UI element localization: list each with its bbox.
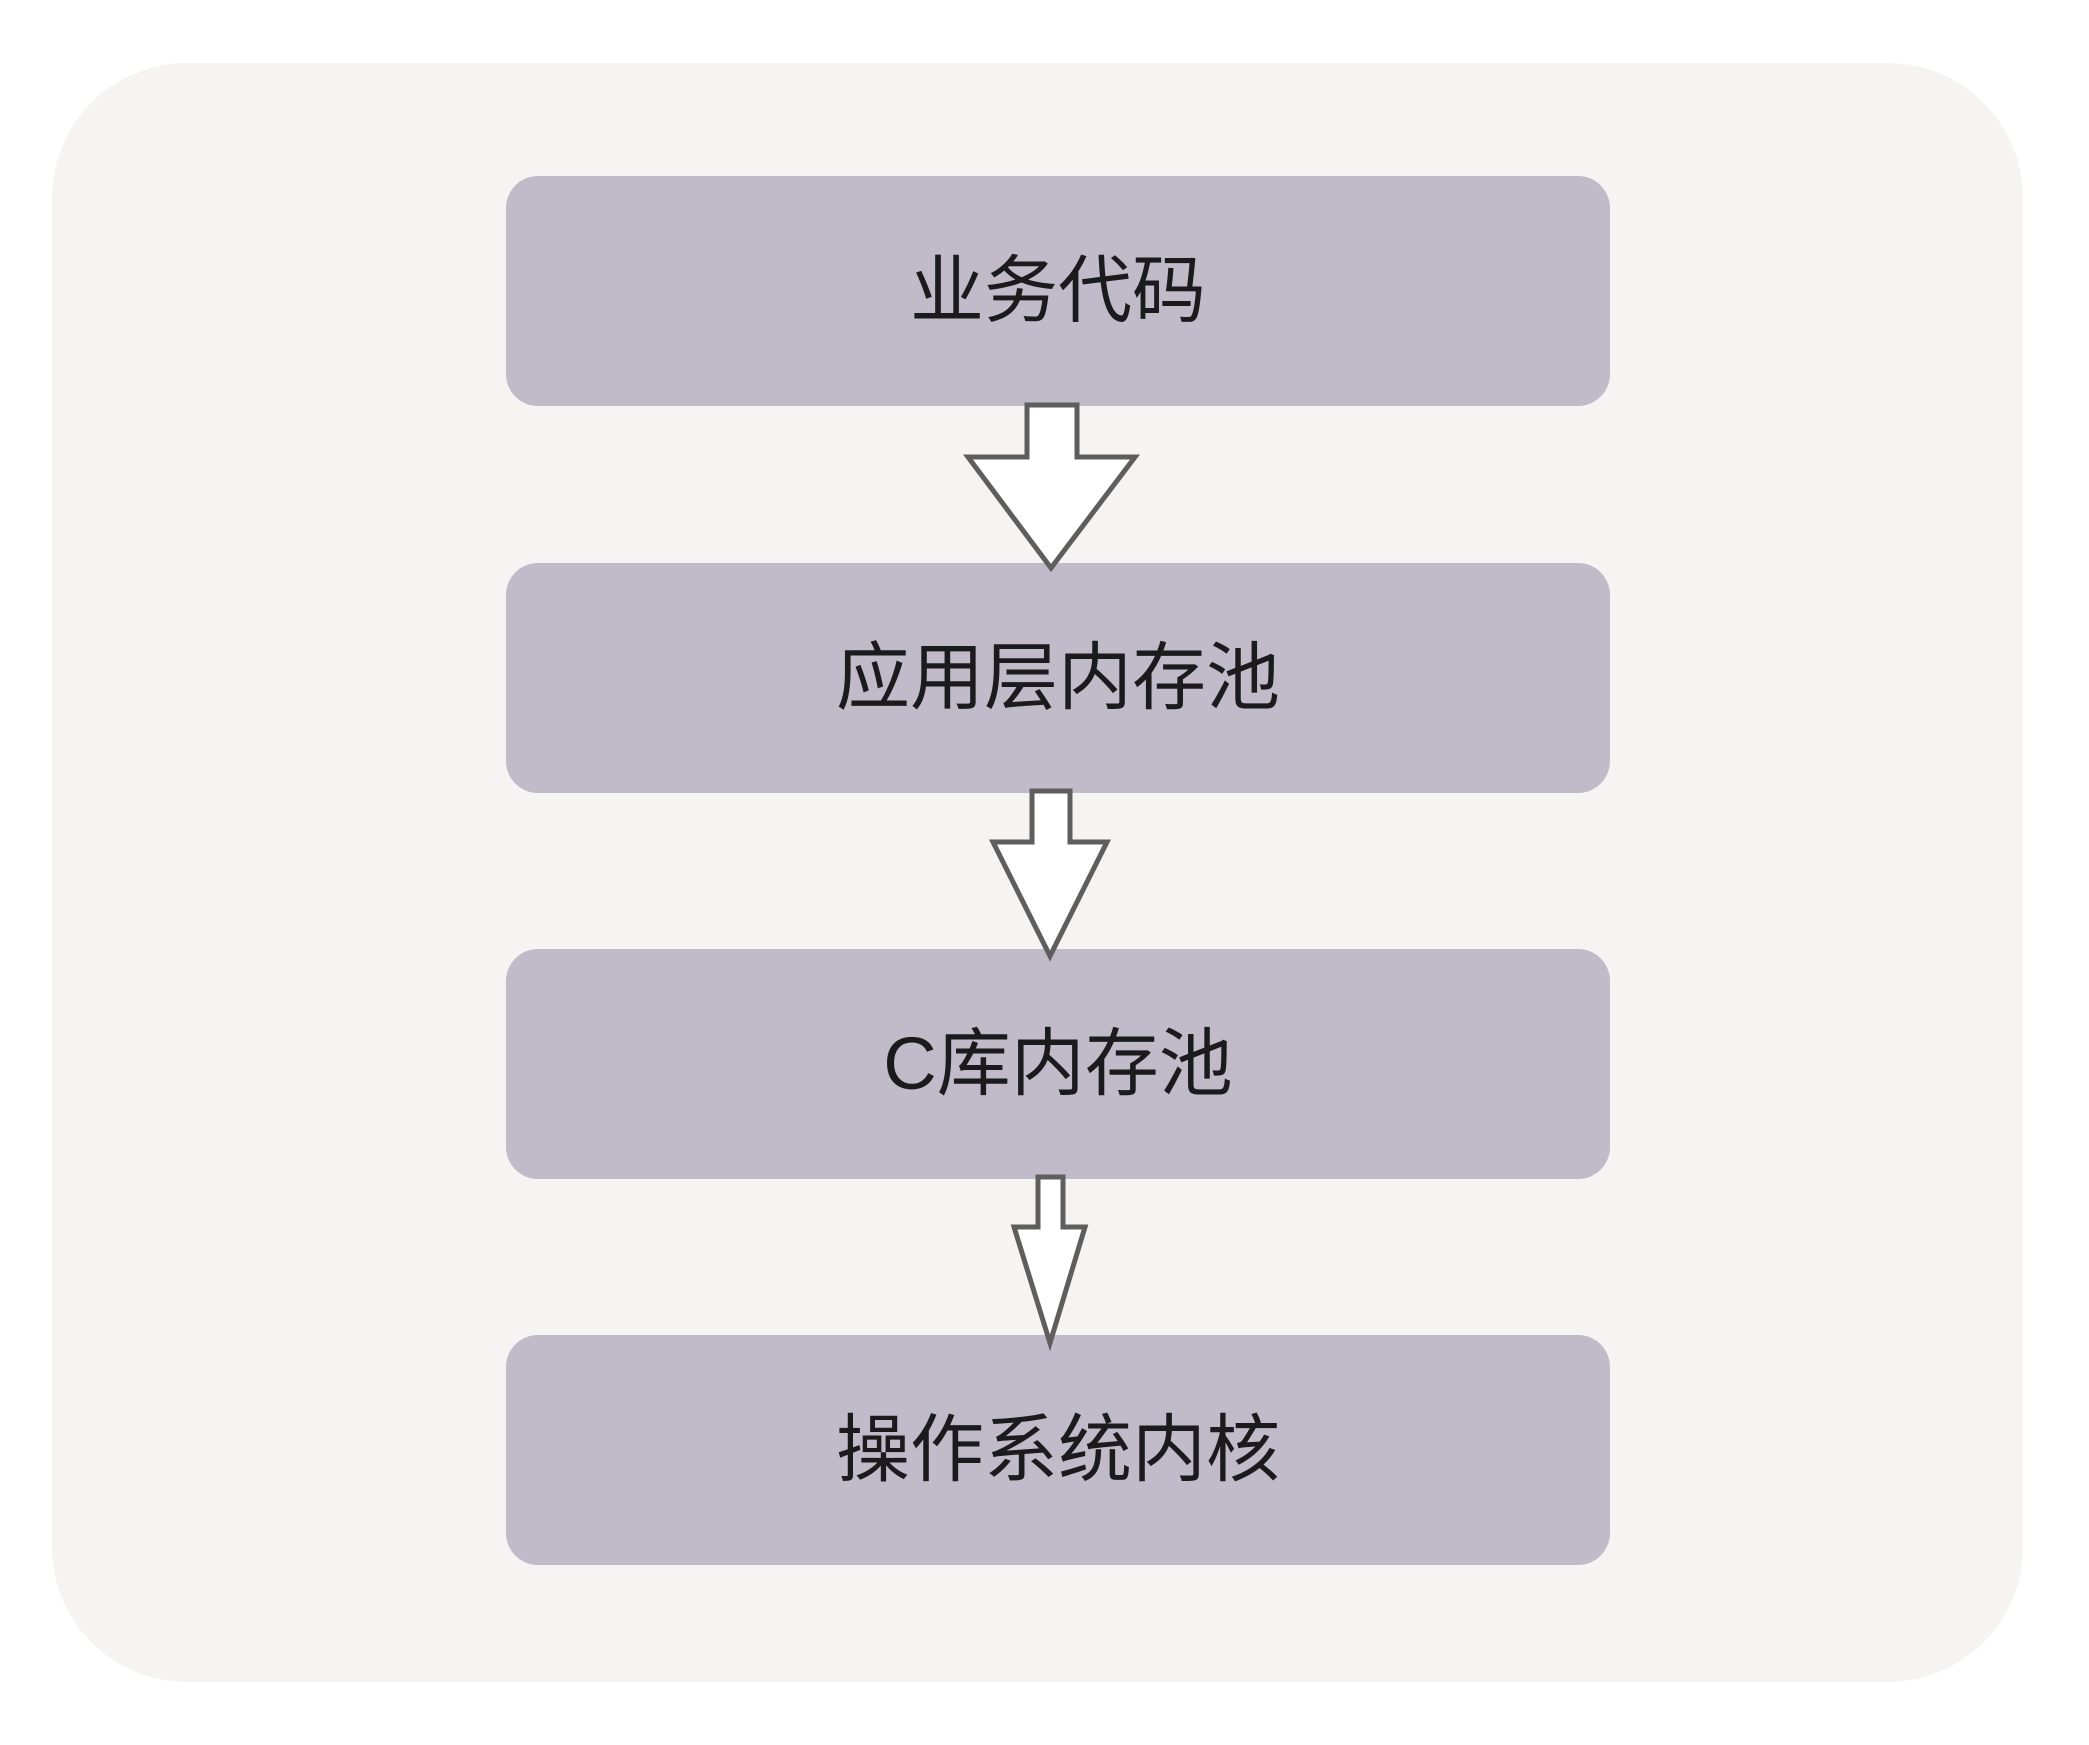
flow-node-c-library-memory-pool: C库内存池: [506, 949, 1610, 1179]
flow-node-app-layer-memory-pool: 应用层内存池: [506, 563, 1610, 793]
flow-node-label: 应用层内存池: [836, 636, 1280, 719]
flow-node-os-kernel: 操作系统内核: [506, 1335, 1610, 1565]
flow-node-label: 业务代码: [910, 249, 1206, 332]
flow-node-business-code: 业务代码: [506, 176, 1610, 406]
flow-node-label: C库内存池: [883, 1022, 1233, 1105]
flow-node-label: 操作系统内核: [836, 1408, 1280, 1491]
